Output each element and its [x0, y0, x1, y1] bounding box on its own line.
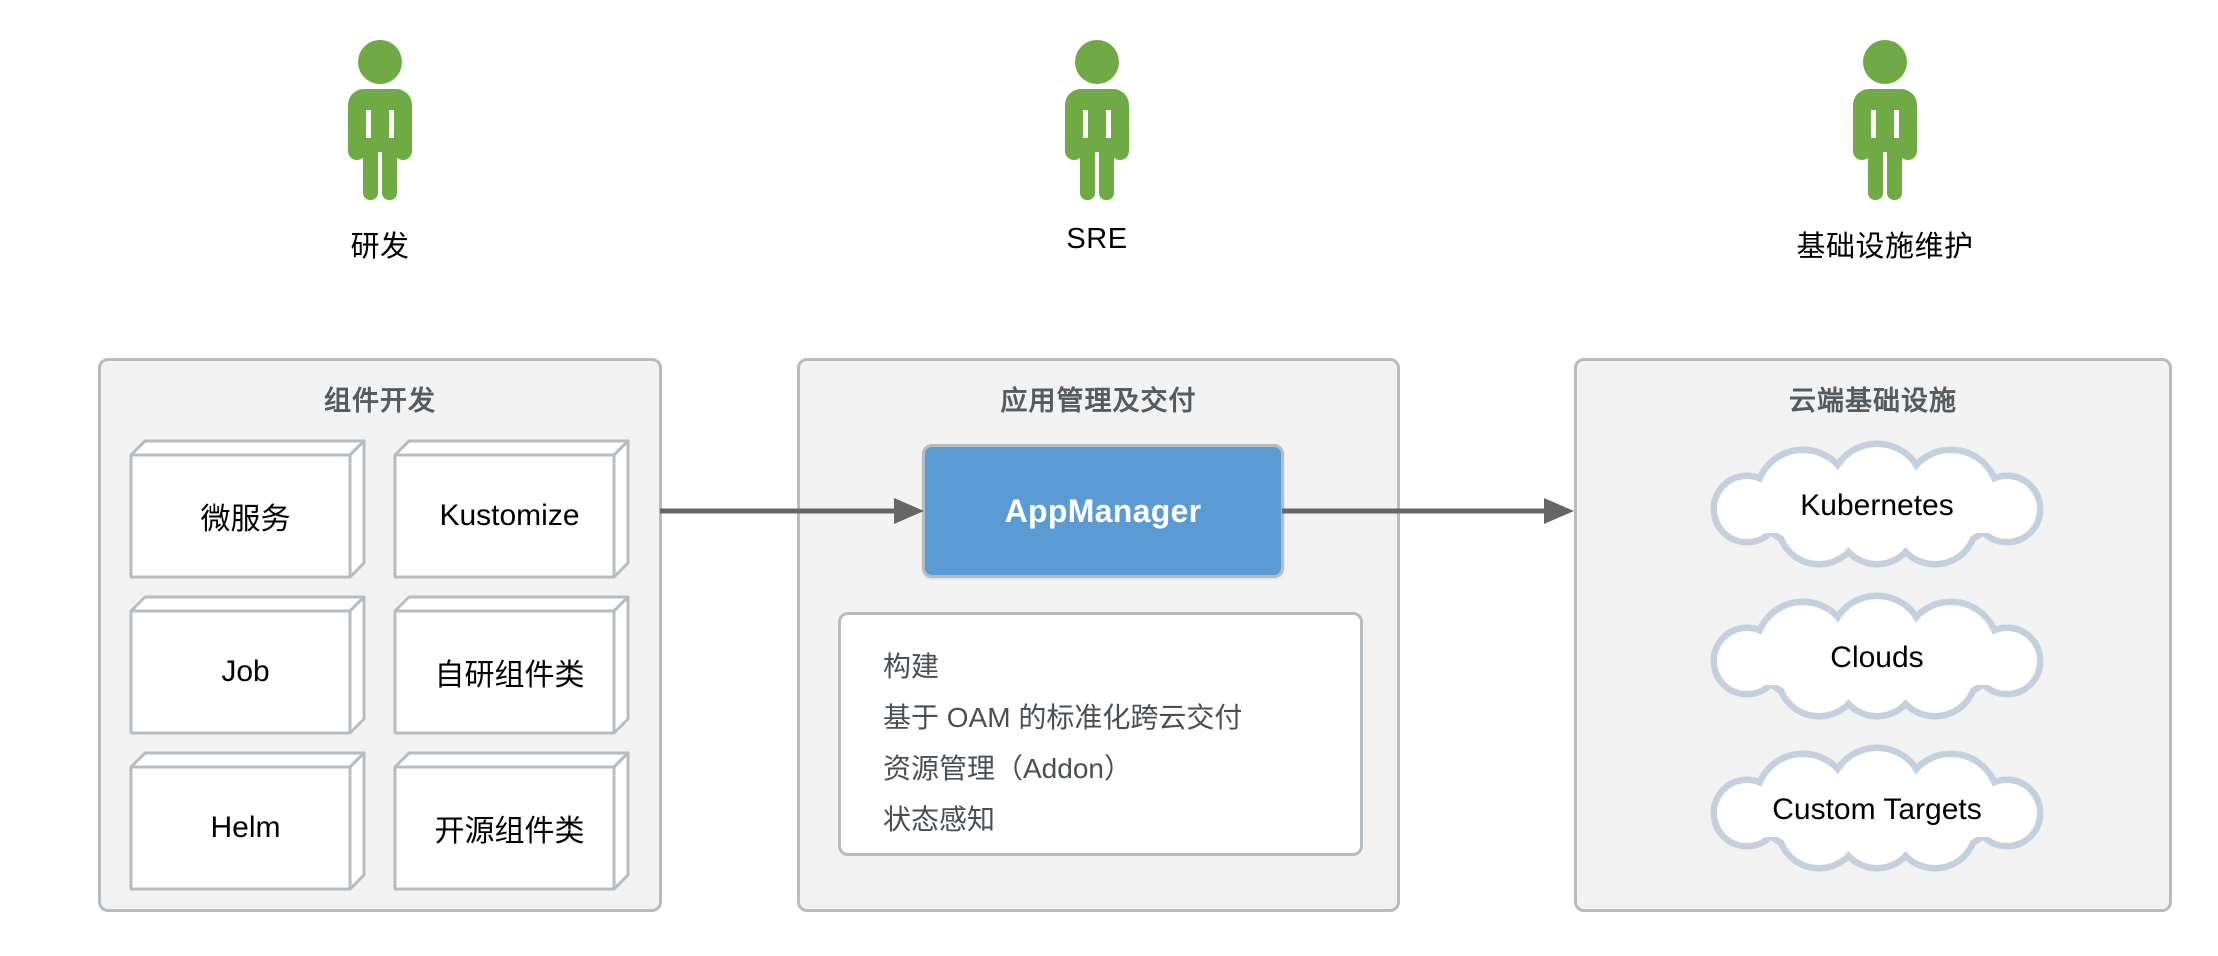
actor-label: 研发	[350, 231, 410, 263]
component-box-self-developed[interactable]: 自研组件类	[393, 595, 630, 739]
component-box-job[interactable]: Job	[129, 595, 366, 739]
component-box-microservice[interactable]: 微服务	[129, 439, 366, 583]
component-box-open-source[interactable]: 开源组件类	[393, 751, 630, 895]
panel-title: 云端基础设施	[1789, 386, 1957, 416]
cloud-custom-targets[interactable]: Custom Targets	[1707, 744, 2047, 872]
appmanager-feature-list: 构建 基于 OAM 的标准化跨云交付 资源管理（Addon） 状态感知	[838, 612, 1363, 856]
appmanager-label: AppManager	[1004, 492, 1202, 529]
feature-item: 基于 OAM 的标准化跨云交付	[883, 702, 1243, 733]
cloud-clouds[interactable]: Clouds	[1707, 592, 2047, 720]
arrow-components-to-appmanager	[660, 496, 924, 526]
cloud-kubernetes[interactable]: Kubernetes	[1707, 440, 2047, 568]
actor-research-development: 研发	[230, 40, 530, 265]
person-icon	[1735, 40, 2035, 205]
feature-item: 构建	[883, 651, 940, 682]
person-icon	[947, 40, 1247, 205]
actor-label: 基础设施维护	[1796, 231, 1974, 263]
component-box-helm[interactable]: Helm	[129, 751, 366, 895]
person-icon	[230, 40, 530, 205]
panel-component-development: 组件开发 微服务 Kustomize Job 自研组件类	[98, 358, 662, 912]
appmanager-box[interactable]: AppManager	[922, 444, 1284, 578]
feature-item: 状态感知	[883, 804, 996, 835]
feature-item: 资源管理（Addon）	[883, 753, 1132, 784]
panel-cloud-infrastructure: 云端基础设施	[1574, 358, 2172, 912]
actor-sre: SRE	[947, 40, 1247, 256]
arrow-appmanager-to-cloud	[1282, 496, 1574, 526]
panel-title: 组件开发	[324, 386, 436, 416]
component-box-kustomize[interactable]: Kustomize	[393, 439, 630, 583]
actor-label: SRE	[1066, 223, 1128, 255]
actor-infrastructure-maintenance: 基础设施维护	[1735, 40, 2035, 265]
panel-title: 应用管理及交付	[1000, 386, 1197, 416]
